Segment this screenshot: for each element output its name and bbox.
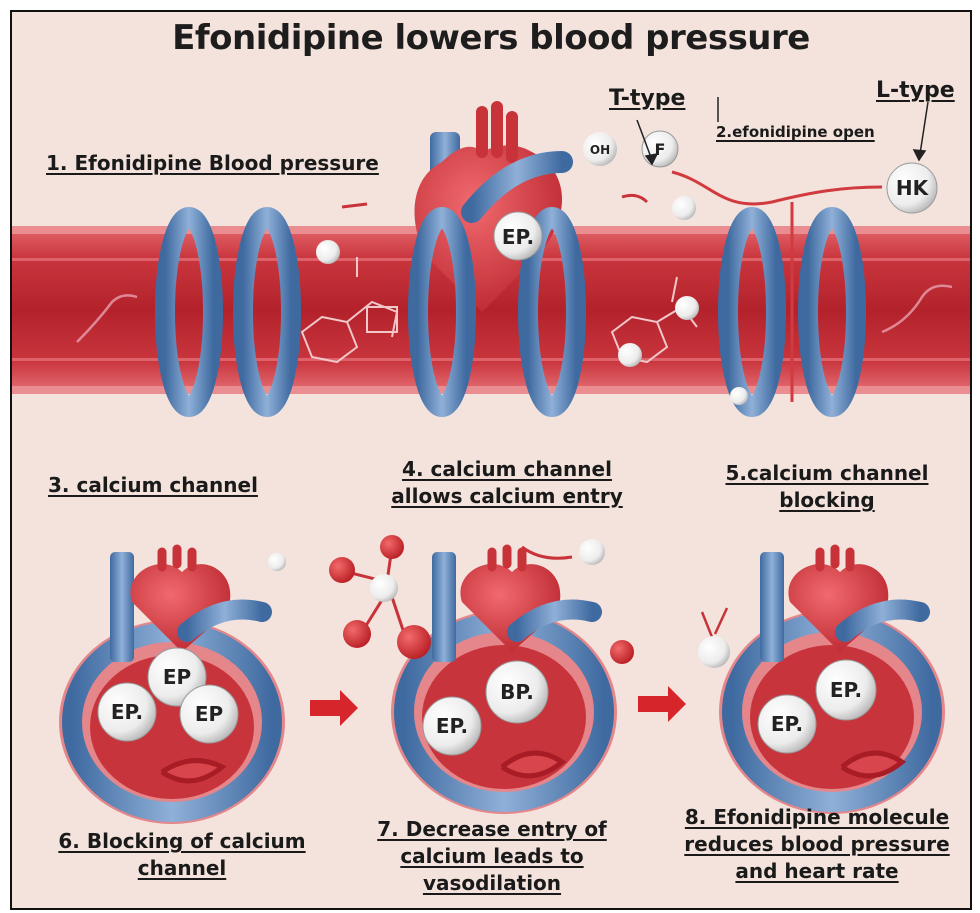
label-t-type: T-type (609, 84, 685, 114)
label-step-8-line-1: 8. Efonidipine molecule (672, 804, 962, 831)
heart1-molecules: EP EP. EP (98, 648, 238, 743)
label-step-6: 6. Blocking of calcium channel (42, 828, 322, 882)
label-step-3: 3. calcium channel (48, 472, 258, 499)
label-step-7: 7. Decrease entry of calcium leads to va… (352, 816, 632, 897)
heart3-molecule-2: EP. (771, 712, 803, 736)
label-step-8: 8. Efonidipine molecule reduces blood pr… (672, 804, 962, 885)
label-l-type: L-type (876, 76, 955, 106)
label-step-1: 1. Efonidipine Blood pressure (46, 150, 379, 177)
heart1-molecule-1: EP (163, 665, 191, 689)
label-step-5-line-1: 5.calcium channel (712, 460, 942, 487)
heart2-molecule-1: BP. (500, 680, 534, 704)
label-step-8-line-3: and heart rate (672, 858, 962, 885)
heart2-molecules: BP. EP. (423, 661, 548, 755)
label-step-7-line-1: 7. Decrease entry of (352, 816, 632, 843)
heart2-molecule-2: EP. (436, 714, 468, 738)
f-molecule-text: F (655, 140, 666, 159)
label-step-7-line-2: calcium leads to (352, 843, 632, 870)
label-step-2: 2.efonidipine open (716, 122, 875, 142)
heart1-molecule-3: EP (195, 702, 223, 726)
heart3-molecule-1: EP. (830, 678, 862, 702)
label-step-5-line-2: blocking (712, 487, 942, 514)
label-step-4-line-2: allows calcium entry (372, 483, 642, 510)
label-step-4-line-1: 4. calcium channel (372, 456, 642, 483)
heart1-molecule-2: EP. (111, 700, 143, 724)
label-step-7-line-3: vasodilation (352, 870, 632, 897)
label-step-8-line-2: reduces blood pressure (672, 831, 962, 858)
label-step-6-line-2: channel (42, 855, 322, 882)
heart3-molecules: EP. EP. (758, 660, 876, 753)
diagram-frame: Efonidipine lowers blood pressure (10, 10, 972, 910)
label-step-5: 5.calcium channel blocking (712, 460, 942, 514)
label-step-6-line-1: 6. Blocking of calcium (42, 828, 322, 855)
oh-molecule-text: OH (590, 143, 610, 157)
label-step-4: 4. calcium channel allows calcium entry (372, 456, 642, 510)
hk-molecule-text: HK (896, 176, 930, 200)
top-heart-molecule-text: EP. (502, 225, 534, 249)
